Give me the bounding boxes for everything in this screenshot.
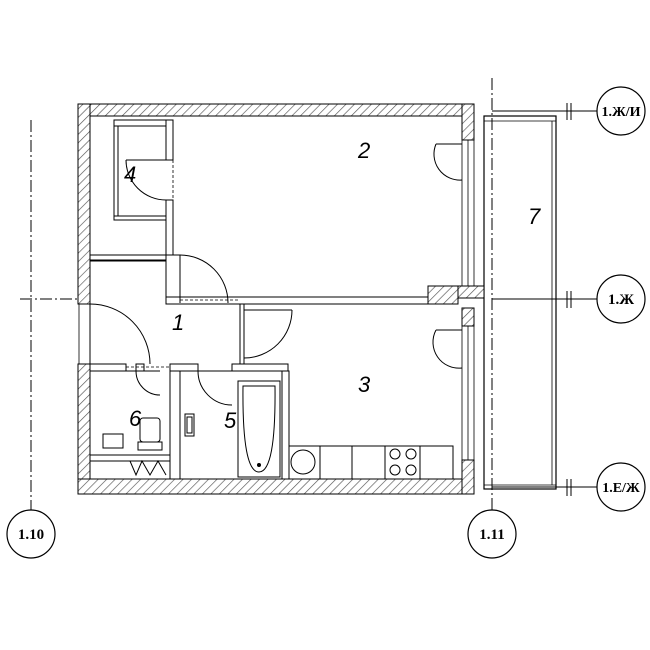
wall-left-lower — [77, 363, 91, 495]
room-label-2: 2 — [357, 138, 370, 163]
washing-machine — [290, 449, 316, 475]
openings — [126, 160, 245, 368]
stove — [389, 448, 417, 476]
room-label-7: 7 — [528, 204, 541, 229]
wall-bath-top-right — [231, 363, 289, 372]
wall-hall-room2 — [165, 254, 181, 304]
wall-wc-bath — [169, 370, 181, 480]
axis-markers — [6, 86, 646, 559]
wall-right-bottom — [461, 459, 475, 495]
axis-marker-middle — [596, 274, 646, 324]
room-label-1: 1 — [172, 310, 184, 335]
axis-marker-top — [596, 86, 646, 136]
room-label-6: 6 — [129, 406, 142, 431]
wall-closet-right-top — [165, 119, 174, 161]
bathtub — [237, 380, 281, 478]
wall-room2-room3 — [165, 296, 429, 305]
axis-labels: 1.10 1.11 1.Ж/И 1.Ж 1.Е/Ж — [18, 105, 641, 543]
wall-closet-top — [113, 119, 167, 127]
wall-left-upper — [77, 103, 91, 305]
wall-bath-top-left — [169, 363, 199, 372]
toilet-tank — [137, 441, 163, 451]
balcony — [483, 115, 557, 490]
wall-bottom — [77, 478, 475, 495]
room-label-3: 3 — [358, 372, 371, 397]
wall-right-top — [461, 103, 475, 141]
axis-label-bottom: 1.Е/Ж — [602, 481, 640, 496]
exterior-walls — [77, 103, 485, 495]
wall-closet-bottom — [113, 215, 167, 221]
bathtub-inner — [242, 385, 276, 473]
wall-closet2 — [89, 254, 167, 262]
axis-marker-bottom — [596, 462, 646, 512]
axis-lines — [20, 78, 598, 510]
wall-hall-kitchen — [239, 303, 245, 365]
axis-label-top: 1.Ж/И — [601, 105, 640, 120]
wall-right-mid2 — [461, 307, 475, 327]
room-label-4: 4 — [124, 162, 136, 187]
axis-marker-left — [6, 509, 56, 559]
wc-sink — [102, 433, 124, 449]
axis-label-left: 1.10 — [18, 527, 44, 543]
toilet — [139, 417, 161, 443]
wall-wc-top-right — [135, 363, 145, 372]
wall-wc-top-left — [89, 363, 127, 372]
wc-shaft-hatch — [129, 459, 167, 477]
interior-walls — [89, 119, 429, 480]
kitchen-counter — [288, 445, 454, 480]
wall-closet-right-bottom — [165, 199, 174, 256]
wall-closet-left — [113, 125, 119, 221]
room-label-5: 5 — [224, 408, 237, 433]
axis-label-right: 1.11 — [479, 527, 504, 543]
bath-sink — [184, 413, 195, 437]
fixtures — [89, 259, 454, 480]
wall-bath-kitchen — [281, 370, 290, 480]
doors — [89, 143, 463, 406]
wall-column — [427, 285, 459, 305]
axis-label-middle: 1.Ж — [608, 292, 634, 308]
axis-marker-right — [467, 509, 517, 559]
wall-top — [77, 103, 475, 117]
room-labels: 1 2 3 4 5 6 7 — [124, 138, 541, 433]
wall-right-mid — [457, 285, 485, 299]
